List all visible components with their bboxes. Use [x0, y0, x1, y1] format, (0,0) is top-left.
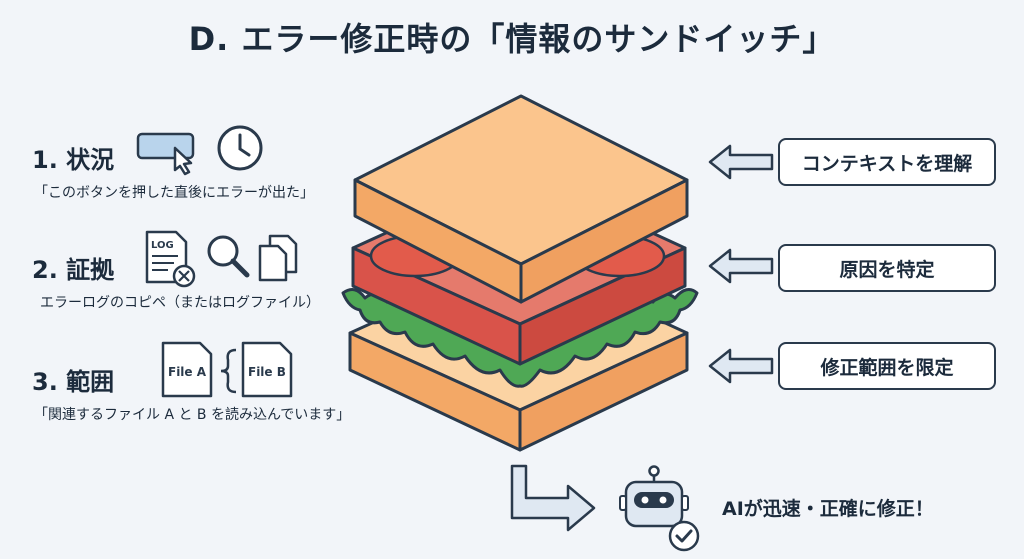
step-title-evidence: 2. 証拠: [32, 256, 115, 284]
file-a-icon: File A: [161, 341, 213, 398]
bread-top: [353, 94, 689, 304]
bent-arrow-icon: [510, 464, 596, 532]
file-b-icon: File B: [241, 341, 293, 398]
magnifier-icon: [207, 235, 250, 278]
step-title-scope: 3. 範囲: [32, 368, 115, 396]
arrow-left-icon: [708, 248, 774, 284]
arrow-left-icon: [708, 144, 774, 180]
file-a-label: File A: [168, 365, 207, 379]
file-b-label: File B: [248, 365, 286, 379]
copy-files-icon: [258, 234, 298, 282]
callout-understand-context: コンテキストを理解: [778, 138, 996, 186]
check-badge-icon: [668, 520, 700, 552]
button-click-icon: [136, 132, 195, 176]
robot-icon: [619, 465, 700, 552]
callout-identify-cause: 原因を特定: [778, 244, 996, 292]
page-title: D. エラー修正時の「情報のサンドイッチ」: [188, 20, 836, 58]
step-desc-scope: 「関連するファイル A と B を読み込んでいます」: [34, 407, 351, 423]
log-file-icon: LOG: [145, 230, 196, 288]
step-desc-situation: 「このボタンを押した直後にエラーが出た」: [34, 185, 314, 201]
arrow-left-icon: [708, 348, 774, 384]
callout-limit-scope: 修正範囲を限定: [778, 342, 996, 390]
log-label: LOG: [151, 240, 174, 251]
bracket-icon: [220, 348, 237, 394]
clock-icon: [217, 125, 263, 171]
sandwich-illustration: [341, 94, 699, 452]
step-title-situation: 1. 状況: [32, 146, 115, 174]
step-desc-evidence: エラーログのコピペ（またはログファイル）: [40, 295, 320, 311]
result-text: AIが迅速・正確に修正！: [722, 498, 934, 520]
